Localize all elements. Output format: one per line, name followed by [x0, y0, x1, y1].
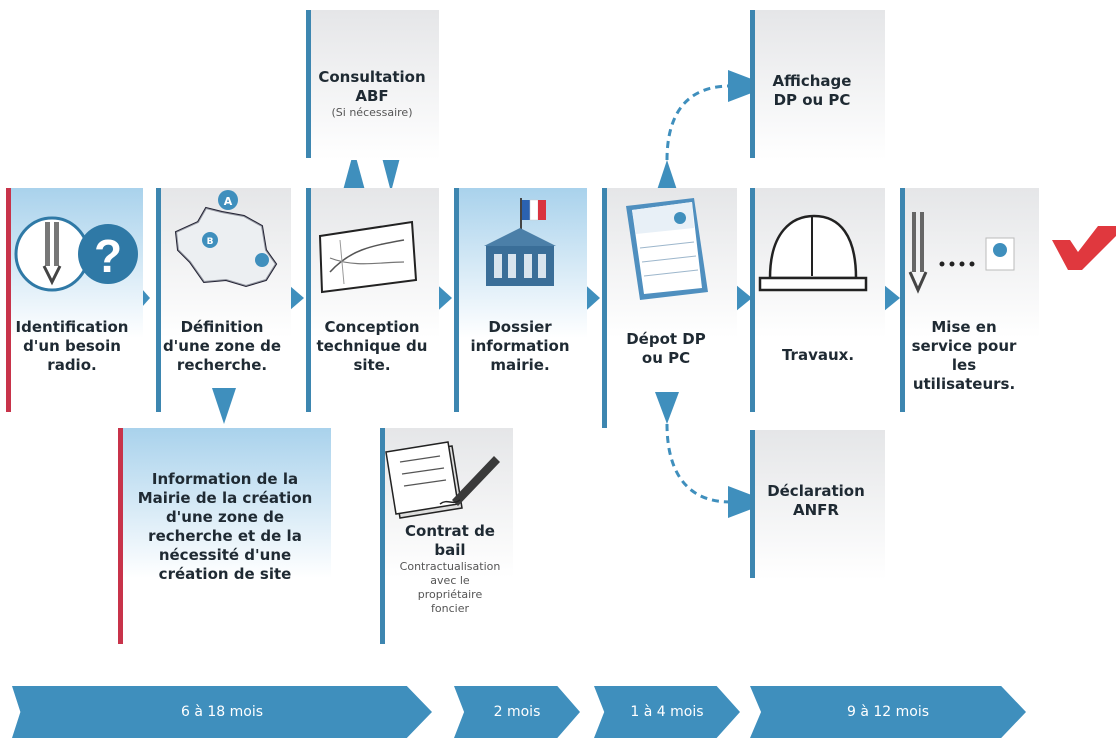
down-arrow-info [212, 388, 236, 424]
label-conception: Conception technique du site. [316, 318, 428, 374]
step-information-mairie [118, 428, 331, 644]
up-arrow-depot [655, 160, 679, 196]
duration-label-4: 9 à 12 mois [846, 704, 930, 720]
duration-band-4: 9 à 12 mois [750, 686, 1026, 738]
down-arrow-conception [380, 150, 402, 192]
contract-icon [385, 441, 500, 519]
contrat-note: Contractualisation avec le propriétaire … [399, 560, 501, 615]
dashed-to-affichage [665, 84, 731, 161]
label-declaration: Déclaration ANFR [767, 482, 865, 519]
step-declaration [750, 430, 885, 580]
document-icon [626, 198, 708, 300]
label-information-mairie: Information de la Mairie de la création … [137, 470, 313, 583]
svg-text:B: B [207, 237, 214, 247]
label-dossier: Dossier information mairie. [470, 318, 570, 374]
label-identification: Identification d'un besoin radio. [15, 318, 129, 374]
helmet-icon [758, 214, 868, 292]
blueprint-icon [318, 220, 418, 294]
duration-label-2: 2 mois [493, 704, 541, 720]
duration-band-2: 2 mois [454, 686, 580, 738]
svg-text:A: A [224, 195, 233, 208]
arrowhead-declaration [728, 486, 770, 518]
consultation-note: (Si nécessaire) [331, 106, 413, 119]
step-consultation-abf [306, 10, 439, 160]
duration-label-3: 1 à 4 mois [630, 704, 704, 720]
duration-band-1: 6 à 18 mois [12, 686, 432, 738]
up-arrow-consultation [342, 150, 366, 194]
svg-text:?: ? [94, 230, 122, 282]
label-depot: Dépot DP ou PC [626, 330, 706, 367]
antenna-question-icon: ? [14, 216, 138, 292]
step-affichage [750, 10, 885, 160]
label-travaux: Travaux. [781, 346, 855, 364]
dashed-to-declaration [665, 423, 731, 504]
logo-icon [1052, 226, 1116, 270]
label-consultation-abf: Consultation ABF (Si nécessaire) [310, 68, 434, 120]
label-contrat-bail: Contrat de bail Contractualisation avec … [398, 522, 502, 616]
consultation-title: Consultation ABF [318, 68, 426, 105]
france-map-icon: A B [174, 190, 278, 288]
label-mise-en-service: Mise en service pour les utilisateurs. [911, 318, 1017, 393]
label-affichage: Affichage DP ou PC [772, 72, 852, 109]
down-arrow-depot [655, 392, 679, 424]
arrowhead-affichage [728, 70, 770, 102]
duration-label-1: 6 à 18 mois [180, 704, 264, 720]
duration-band-3: 1 à 4 mois [594, 686, 740, 738]
label-definition: Définition d'une zone de recherche. [162, 318, 282, 374]
antenna-network-icon [908, 212, 1015, 294]
contrat-title: Contrat de bail [405, 522, 495, 559]
town-hall-icon [484, 198, 556, 286]
